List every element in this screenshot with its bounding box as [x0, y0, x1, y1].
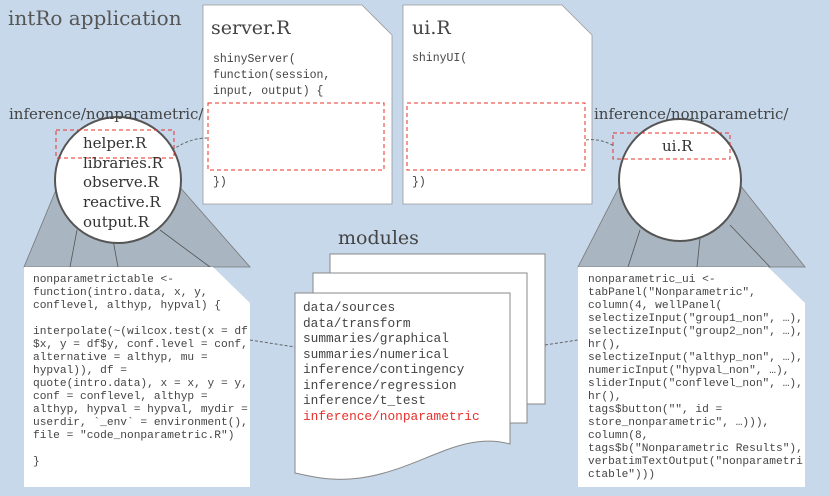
left-files-circle	[54, 116, 182, 244]
app-title: intRo application	[8, 6, 182, 30]
module-item: data/transform	[303, 315, 411, 331]
connector-ui-to-right	[585, 139, 615, 147]
ui-code-line: shinyUI(	[412, 52, 468, 65]
server-code: shinyServer( function(session, input, outp…	[213, 52, 330, 100]
connector-left-code-to-modules	[249, 339, 296, 348]
left-helper-highlight	[55, 129, 175, 159]
file-output: output.R	[83, 212, 150, 231]
file-helper: helper.R	[83, 134, 147, 152]
connector-helper-to-server	[171, 137, 208, 151]
modules-doc	[294, 292, 511, 480]
server-insert-box	[207, 102, 385, 171]
ui-doc	[402, 4, 593, 205]
right-ui-highlight	[612, 132, 731, 160]
left-code: nonparametrictable <- function(intro.dat…	[33, 274, 248, 468]
server-filename: server.R	[211, 17, 291, 39]
right-files-circle	[618, 118, 742, 242]
server-doc	[202, 4, 393, 205]
file-reactive: reactive.R	[83, 193, 161, 212]
file-observe: observe.R	[83, 173, 159, 192]
left-code-doc	[24, 267, 250, 487]
ui-insert-box	[406, 102, 586, 171]
code-line: shinyServer(	[213, 53, 296, 66]
file-libraries: libraries.R	[83, 153, 163, 172]
module-item: summaries/graphical	[303, 331, 449, 346]
right-path-label: inference/nonparametric/	[594, 105, 789, 123]
right-code: nonparametric_ui <- tabPanel("Nonparamet…	[588, 274, 803, 481]
module-item: data/sources	[303, 300, 396, 315]
module-item: inference/regression	[303, 377, 457, 393]
server-closing: })	[213, 176, 227, 189]
connector-modules-to-right-code	[544, 339, 579, 346]
code-line: input, output) {	[213, 85, 324, 98]
left-path-label: inference/nonparametric/	[9, 105, 204, 123]
module-item: inference/t_test	[303, 393, 426, 408]
module-item-highlighted: inference/nonparametric	[303, 408, 480, 424]
ui-filename: ui.R	[412, 17, 451, 39]
module-item: summaries/numerical	[303, 346, 449, 362]
module-item: inference/contingency	[303, 362, 465, 377]
ui-closing: })	[412, 176, 426, 189]
right-code-doc	[578, 267, 805, 487]
modules-label: modules	[338, 227, 419, 249]
right-file-ui: ui.R	[662, 137, 693, 155]
code-line: function(session,	[213, 69, 331, 82]
